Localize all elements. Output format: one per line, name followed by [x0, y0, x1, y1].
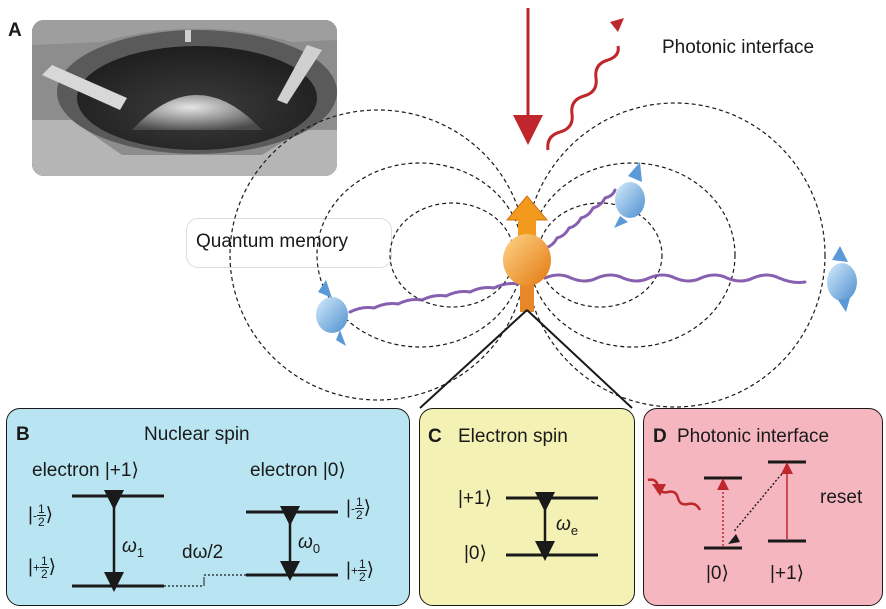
sem-illustration [32, 20, 337, 176]
panel-b-electron-plus1: electron |+1⟩ [32, 460, 139, 481]
panel-d-letter: D [653, 426, 667, 447]
omega1-label: ω1 [122, 536, 145, 560]
electron-spin-icon [503, 195, 551, 312]
zoom-line-right [526, 309, 633, 409]
ket-c-0: |0⟩ [464, 543, 487, 564]
panel-b-electron-0: electron |0⟩ [250, 460, 346, 481]
domega-label: dω/2 [182, 542, 224, 563]
panel-c [419, 408, 635, 606]
panel-c-letter: C [428, 426, 442, 447]
photonic-interface-label: Photonic interface [662, 37, 815, 58]
panel-c-title: Electron spin [458, 426, 568, 447]
quantum-memory-label: Quantum memory [196, 231, 349, 252]
nuclear-spin-left-icon [316, 280, 348, 346]
nuclear-spin-right-icon [827, 246, 857, 312]
panel-d-reset: reset [820, 487, 863, 508]
panel-b-title: Nuclear spin [144, 424, 250, 445]
outgoing-photon-wave [546, 45, 620, 151]
sem-micrograph [32, 20, 337, 176]
panel-d [643, 408, 883, 606]
coupling-waves [348, 188, 807, 314]
zoom-line-left [419, 309, 528, 409]
panel-a-letter: A [8, 20, 22, 41]
panel-d-title: Photonic interface [677, 426, 830, 447]
outgoing-photon-arrowhead [610, 18, 624, 32]
omega0-label: ω0 [298, 532, 321, 556]
nuclear-spin-upper-icon [614, 162, 645, 228]
d-emitted-photon-head [652, 484, 666, 496]
panel-b [6, 408, 410, 606]
panel-b-letter: B [16, 424, 30, 445]
d-decay-arrowhead [728, 534, 740, 544]
ket-c-plus1: |+1⟩ [458, 488, 493, 509]
d-decay-wavy [733, 473, 783, 533]
ket-d-plus1: |+1⟩ [770, 563, 805, 584]
omega-e-label: ωe [556, 514, 579, 538]
ket-d-0: |0⟩ [706, 563, 729, 584]
